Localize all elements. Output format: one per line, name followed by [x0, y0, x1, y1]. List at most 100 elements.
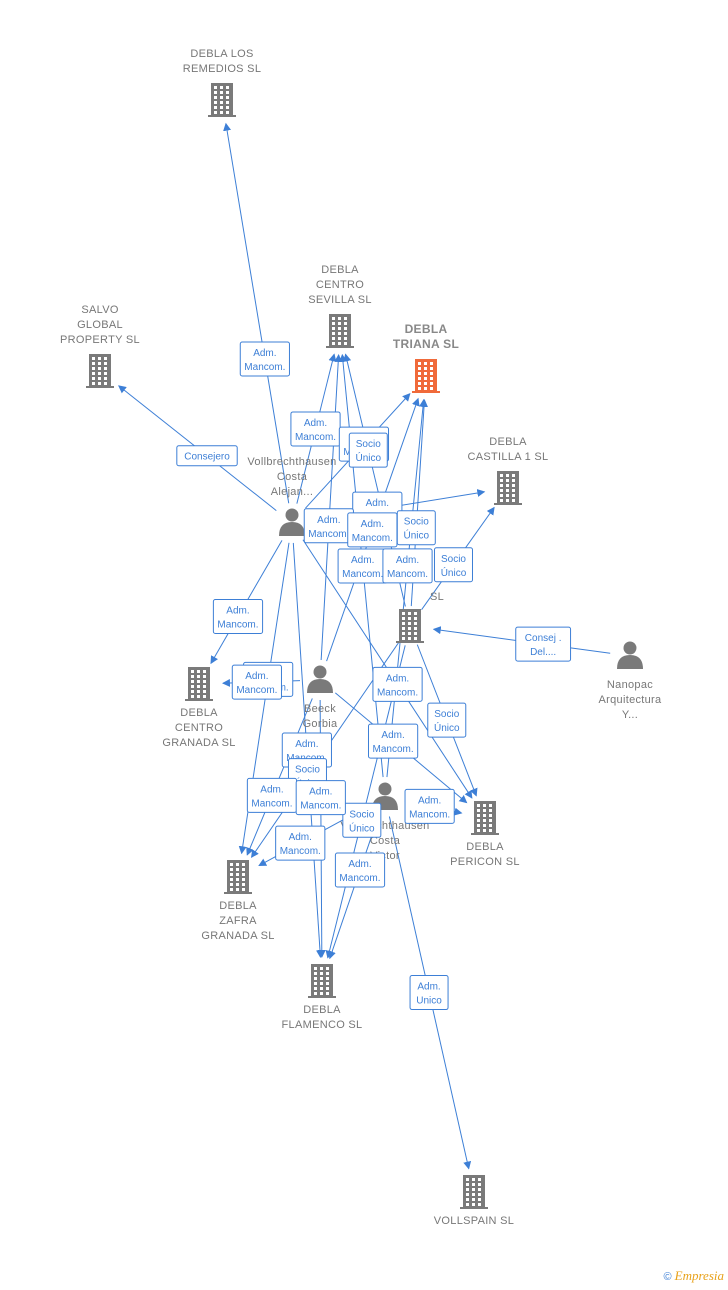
edge-label-text: Adm. — [381, 730, 404, 741]
edge-label-victor-flamenco[interactable]: Adm.Mancom. — [334, 852, 386, 888]
edge-label-text: Único — [434, 721, 460, 734]
node-label: Beeck — [304, 703, 336, 715]
building-icon — [224, 860, 252, 894]
edge-label-text: Socio — [441, 554, 466, 565]
node-label: GLOBAL — [77, 319, 123, 331]
edge-label-text: Único — [349, 821, 375, 834]
node-label: Costa — [370, 835, 401, 847]
edge-label-beeck-sevilla[interactable]: Adm.Mancom. — [303, 508, 354, 544]
footer-brand[interactable]: © Empresia — [663, 1268, 724, 1284]
node-alejandro[interactable]: VollbrechthausenCostaAlejan... — [247, 456, 336, 536]
edge-label-text: Mancom. — [308, 529, 349, 540]
node-label: FLAMENCO SL — [282, 1019, 363, 1031]
edge-label-text: Único — [441, 566, 467, 579]
node-label: PERICON SL — [450, 856, 520, 868]
edge-label-beeck-flamenco[interactable]: Adm.Mancom. — [295, 780, 346, 816]
edge-label-alejandro-sevilla[interactable]: Adm.Mancom. — [290, 411, 341, 447]
node-label: DEBLA LOS — [190, 48, 253, 60]
edge-label-text: Mancom. — [236, 685, 277, 696]
node-label: DEBLA — [405, 322, 448, 336]
node-label: Gorbia — [303, 718, 338, 730]
edge-label-nanopac-midco[interactable]: Consej .Del.... — [515, 626, 572, 662]
edge-label-text: Mancom. — [377, 687, 418, 698]
edge-label-victor-pericon[interactable]: Adm.Mancom. — [404, 788, 455, 824]
edge-label-text: Adm. — [245, 671, 268, 682]
edge-label-alejandro-remedios[interactable]: Adm. Mancom. — [239, 341, 290, 377]
node-label: GRANADA SL — [162, 737, 235, 749]
building-icon — [460, 1175, 488, 1209]
edge-label-beeck-triana[interactable]: Adm.Mancom. — [347, 512, 398, 548]
edge-line — [246, 698, 313, 856]
edge-line — [223, 122, 290, 504]
edge-label-text: Adm. — [304, 418, 327, 429]
node-label: GRANADA SL — [201, 930, 274, 942]
edge-label-text: Adm. — [253, 348, 276, 359]
copyright-icon: © — [663, 1271, 672, 1283]
node-label: ZAFRA — [219, 915, 257, 927]
edge-label-victor-triana[interactable]: Adm. Mancom. — [382, 548, 433, 584]
edge-label-text: Socio — [404, 517, 429, 528]
edge-label-victor-zafra[interactable]: Adm.Mancom. — [275, 825, 326, 861]
node-label: DEBLA — [321, 264, 359, 276]
edge-label-text: Adm. — [366, 498, 389, 509]
edge-label-beeck-granada[interactable]: Adm. Mancom. — [231, 664, 282, 700]
edge-label-victor-sevilla[interactable]: Adm.Mancom. — [337, 548, 388, 584]
edge-label-text: Mancom. — [387, 569, 428, 580]
building-icon — [471, 801, 499, 835]
edge-label-text: Único — [355, 451, 381, 464]
node-label: Nanopac — [607, 679, 653, 691]
edge-label-text: Mancom. — [339, 873, 380, 884]
edge-label-text: Adm. — [226, 606, 249, 617]
building-icon — [208, 83, 236, 117]
building-icon — [396, 609, 424, 643]
node-midco[interactable]: SL — [396, 591, 444, 643]
edge-label-text: Del.... — [530, 647, 556, 658]
edge-label-text: Adm. — [417, 982, 440, 993]
person-icon — [279, 508, 305, 536]
edge-label-text: Adm. — [351, 555, 374, 566]
person-icon — [617, 641, 643, 669]
node-label: Y... — [622, 709, 638, 721]
edge-label-text: Adm. — [396, 555, 419, 566]
building-icon — [494, 471, 522, 505]
edge-label-beeck-pericon[interactable]: Adm. Mancom. — [367, 723, 419, 759]
edge-label-text: Mancom. — [217, 620, 258, 631]
edge-label-text: Adm. — [361, 519, 384, 530]
edge-label-text: Mancom. — [244, 362, 285, 373]
building-icon — [308, 964, 336, 998]
node-label: CENTRO — [175, 722, 223, 734]
edge-label-alejandro-pericon[interactable]: Adm.Mancom. — [372, 666, 423, 702]
node-vollspain[interactable]: VOLLSPAIN SL — [434, 1175, 514, 1227]
edge-label-text: Adm. — [418, 795, 441, 806]
edge-label-text: Socio — [349, 809, 374, 820]
node-label: VOLLSPAIN SL — [434, 1215, 514, 1227]
edge-label-victor-vollspain[interactable]: Adm.Unico — [409, 975, 449, 1011]
edge-label-text: Mancom. — [373, 744, 414, 755]
edge-line — [320, 353, 343, 661]
node-label: SEVILLA SL — [308, 294, 372, 306]
node-nanopac[interactable]: NanopacArquitecturaY... — [599, 641, 662, 722]
edge-label-alejandro-salvo[interactable]: Consejero — [176, 445, 238, 467]
node-label: Costa — [277, 471, 308, 483]
node-label: Vollbrechthausen — [247, 456, 336, 468]
edge-label-beeck-zafra[interactable]: Adm.Mancom. — [246, 777, 298, 813]
edge-label-alejandro-granada[interactable]: Adm. Mancom. — [212, 599, 264, 635]
edge-label-text: Adm. — [295, 739, 318, 750]
edge-label-text: Consejero — [184, 452, 230, 463]
